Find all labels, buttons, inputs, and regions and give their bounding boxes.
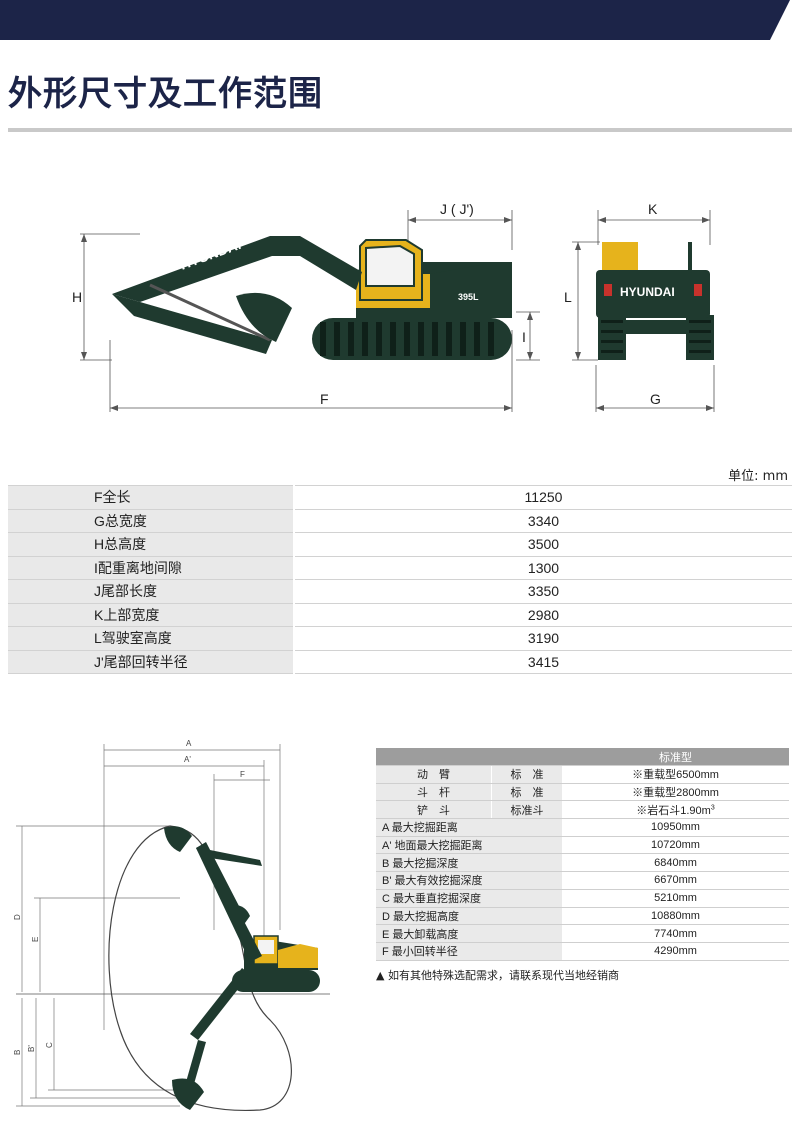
spec-value: 1300 bbox=[294, 556, 792, 580]
range-label-b: B bbox=[13, 1050, 22, 1055]
range-label-a-prime: A' bbox=[184, 755, 191, 764]
range-label-c: C bbox=[45, 1042, 54, 1048]
table-header-row: 标准型 bbox=[376, 748, 789, 766]
spec-label: J尾部长度 bbox=[8, 579, 295, 604]
config-part: 斗 杆 bbox=[376, 783, 492, 802]
working-range-diagram: A A' F D E B B' C bbox=[13, 739, 330, 1112]
table-row: 动 臂 标 准 ※重载型6500mm bbox=[376, 765, 789, 784]
range-value: 6840mm bbox=[562, 853, 789, 873]
spec-label: K上部宽度 bbox=[8, 603, 295, 627]
range-value: 10880mm bbox=[562, 907, 789, 926]
spec-value: 3340 bbox=[294, 509, 792, 533]
range-label-b-prime: B' bbox=[27, 1045, 36, 1052]
unit-label: 单位: mm bbox=[728, 469, 788, 484]
dim-label-h: H bbox=[72, 289, 82, 305]
excavator-range-icon bbox=[164, 826, 320, 1110]
dim-label-l: L bbox=[564, 289, 572, 305]
config-part: 动 臂 bbox=[376, 765, 492, 784]
dim-label-f: F bbox=[320, 391, 329, 407]
spec-value: 2980 bbox=[294, 603, 792, 627]
config-type: 标 准 bbox=[491, 783, 562, 802]
range-value: 6670mm bbox=[562, 871, 789, 890]
table-row: 斗 杆 标 准 ※重载型2800mm bbox=[376, 783, 789, 802]
range-value: 10720mm bbox=[562, 836, 789, 855]
bucket-value: ※岩石斗1.90m bbox=[636, 804, 711, 817]
config-type: 标 准 bbox=[491, 765, 562, 784]
config-type: 标准斗 bbox=[491, 800, 562, 820]
spec-label: L驾驶室高度 bbox=[8, 626, 295, 651]
range-value: 10950mm bbox=[562, 818, 789, 837]
range-label: F 最小回转半径 bbox=[376, 942, 562, 961]
rear-brand: HYUNDAI bbox=[620, 285, 675, 299]
working-range-table: 标准型 动 臂 标 准 ※重载型6500mm 斗 杆 标 准 ※重载型2800m… bbox=[376, 748, 789, 961]
dim-label-g: G bbox=[650, 391, 661, 407]
range-label: A' 地面最大挖掘距离 bbox=[376, 836, 562, 855]
spec-label: H总高度 bbox=[8, 532, 295, 557]
spec-label: F全长 bbox=[8, 485, 295, 510]
dim-label-j: J ( J') bbox=[440, 201, 474, 217]
range-value: 7740mm bbox=[562, 924, 789, 943]
top-banner bbox=[0, 0, 790, 40]
spec-value: 3190 bbox=[294, 626, 792, 651]
spec-value: 3500 bbox=[294, 532, 792, 557]
range-label-d: D bbox=[13, 914, 22, 920]
config-part: 铲 斗 bbox=[376, 800, 492, 820]
range-label: E 最大卸载高度 bbox=[376, 924, 562, 943]
spec-value: 3415 bbox=[294, 650, 792, 674]
range-label: C 最大垂直挖掘深度 bbox=[376, 889, 562, 908]
page-title: 外形尺寸及工作范围 bbox=[8, 74, 323, 114]
title-divider bbox=[8, 128, 792, 132]
table-row: 铲 斗 标准斗 ※岩石斗1.90m3 bbox=[376, 800, 789, 820]
spec-value: 3350 bbox=[294, 579, 792, 604]
range-value: 5210mm bbox=[562, 889, 789, 908]
dim-label-k: K bbox=[648, 201, 658, 217]
spec-value: 11250 bbox=[294, 485, 792, 510]
range-label: D 最大挖掘高度 bbox=[376, 907, 562, 926]
model-badge: 395L bbox=[458, 292, 479, 302]
range-label: B' 最大有效挖掘深度 bbox=[376, 871, 562, 890]
spec-label: G总宽度 bbox=[8, 509, 295, 533]
footnote: ▲ 如有其他特殊选配需求，请联系现代当地经销商 bbox=[376, 969, 619, 982]
excavator-side-view-icon: 395L HYUNDAI bbox=[112, 236, 512, 360]
range-label-f: F bbox=[240, 770, 245, 779]
range-label: A 最大挖掘距离 bbox=[376, 818, 562, 837]
range-label: B 最大挖掘深度 bbox=[376, 853, 562, 873]
dimension-diagram: H F J ( J') I K L G 395L HYUNDAI bbox=[72, 201, 715, 412]
config-value: ※重载型6500mm bbox=[562, 765, 789, 784]
range-label-a: A bbox=[186, 739, 192, 748]
spec-label: I配重离地间隙 bbox=[8, 556, 295, 580]
standard-type-header: 标准型 bbox=[562, 748, 789, 766]
dim-label-i: I bbox=[522, 329, 526, 345]
cubic-superscript: 3 bbox=[710, 804, 715, 812]
range-label-e: E bbox=[31, 937, 40, 942]
config-value: ※重载型2800mm bbox=[562, 783, 789, 802]
config-value: ※岩石斗1.90m3 bbox=[562, 800, 789, 820]
range-value: 4290mm bbox=[562, 942, 789, 961]
excavator-rear-view-icon: HYUNDAI bbox=[596, 242, 714, 360]
spec-label: J'尾部回转半径 bbox=[8, 650, 295, 674]
